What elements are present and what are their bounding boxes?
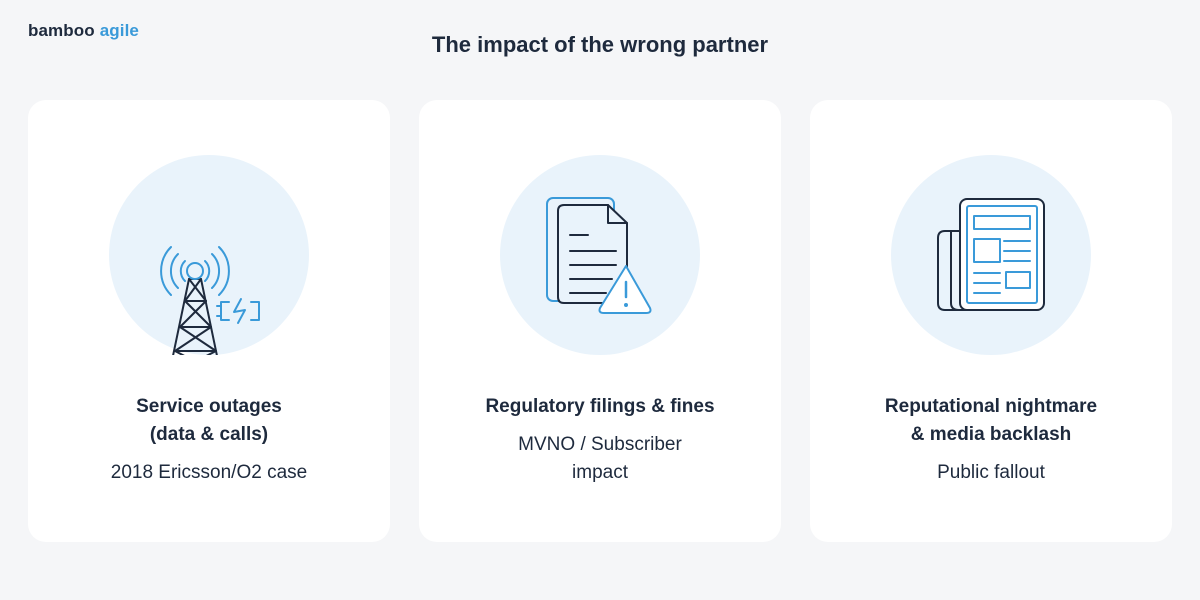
card-title-line: (data & calls)	[149, 424, 269, 445]
card-subtitle: 2018 Ericsson/O2 case	[38, 459, 380, 487]
cell-tower-outage-icon	[160, 246, 260, 355]
card-subtitle: Public fallout	[820, 459, 1162, 487]
card-title: Regulatory filings & fines	[429, 393, 771, 421]
icon-circle	[891, 155, 1091, 355]
card-subtitle: MVNO / Subscriber impact	[429, 431, 771, 487]
card-subtitle-line: MVNO / Subscriber	[518, 434, 682, 455]
card-title-line: Regulatory filings & fines	[485, 396, 715, 417]
logo-text-accent: agile	[99, 21, 139, 40]
card-subtitle-line: 2018 Ericsson/O2 case	[110, 462, 308, 483]
card-title-line: & media backlash	[910, 424, 1072, 445]
impact-card-service-outages: Service outages (data & calls) 2018 Eric…	[28, 100, 390, 542]
newspaper-icon	[937, 198, 1045, 311]
icon-circle	[109, 155, 309, 355]
card-title: Service outages (data & calls)	[38, 393, 380, 449]
card-subtitle-line: impact	[572, 462, 628, 483]
logo-text-primary: bamboo	[28, 21, 95, 40]
card-subtitle-line: Public fallout	[937, 462, 1045, 483]
impact-card-regulatory: Regulatory filings & fines MVNO / Subscr…	[419, 100, 781, 542]
card-title-line: Service outages	[136, 396, 282, 417]
page-title: The impact of the wrong partner	[431, 32, 769, 57]
impact-card-reputation: Reputational nightmare & media backlash …	[810, 100, 1172, 542]
document-warning-icon	[546, 197, 652, 314]
card-title-line: Reputational nightmare	[884, 396, 1098, 417]
icon-circle	[500, 155, 700, 355]
card-title: Reputational nightmare & media backlash	[820, 393, 1162, 449]
